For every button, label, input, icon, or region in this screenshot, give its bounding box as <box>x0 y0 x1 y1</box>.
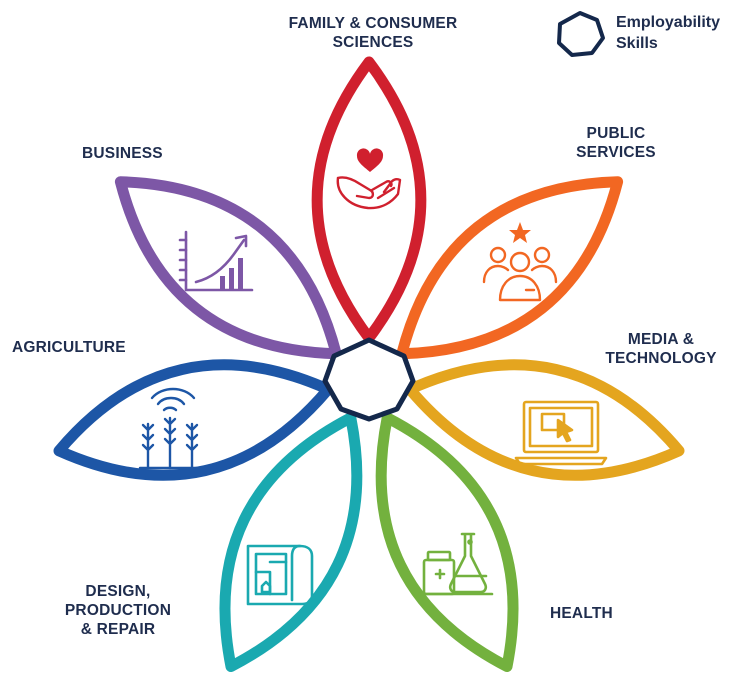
label-public-services: PUBLIC SERVICES <box>576 125 656 161</box>
petal-public <box>396 176 624 360</box>
people-with-star-icon <box>482 222 558 302</box>
center-heptagon <box>322 337 416 422</box>
medicine-flask-icon <box>418 532 494 596</box>
petal-health <box>375 412 519 672</box>
blueprint-icon <box>246 544 314 606</box>
growth-chart-icon <box>178 230 254 292</box>
petal-media <box>404 359 685 481</box>
petal-business <box>114 176 342 360</box>
petal-family <box>311 56 427 344</box>
petal-design <box>219 412 363 672</box>
petal-layer <box>53 56 685 672</box>
label-family-consumer-sciences: FAMILY & CONSUMER SCIENCES <box>288 15 458 51</box>
legend-label: Employability Skills <box>616 14 721 52</box>
label-design-production-repair: DESIGN, PRODUCTION & REPAIR <box>64 583 172 638</box>
wheat-stalks <box>138 416 202 470</box>
laptop-cursor-icon <box>514 400 608 466</box>
wheat-signal-icon <box>138 387 202 470</box>
label-media-technology: MEDIA & TECHNOLOGY <box>605 331 717 367</box>
label-business: BUSINESS <box>82 145 163 162</box>
legend-heptagon-icon <box>557 11 605 57</box>
heart-in-hand-icon <box>336 148 402 210</box>
petal-agriculture <box>53 359 334 481</box>
label-agriculture: AGRICULTURE <box>12 339 126 356</box>
label-health: HEALTH <box>550 605 613 622</box>
